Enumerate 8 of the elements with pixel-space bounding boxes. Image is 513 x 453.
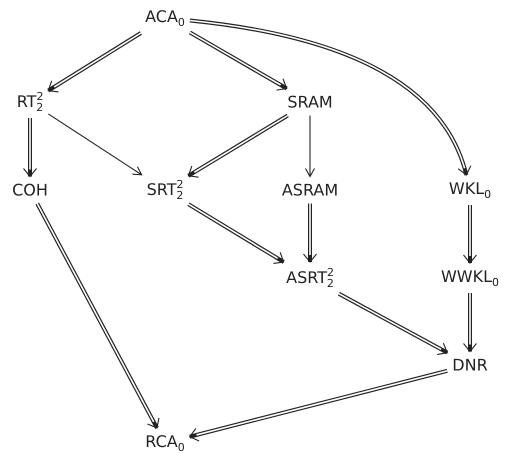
- node-label: ACA$_{0}$: [143, 6, 187, 30]
- node-label: COH: [10, 180, 50, 200]
- node-label: DNR: [450, 354, 490, 376]
- node-label: RCA$_{0}$: [143, 431, 187, 453]
- node-label: ASRAM: [280, 180, 340, 200]
- node-label: WKL$_{0}$: [446, 178, 494, 202]
- node-label: SRAM: [285, 92, 335, 112]
- node-label: WWKL$_{0}$: [438, 266, 502, 290]
